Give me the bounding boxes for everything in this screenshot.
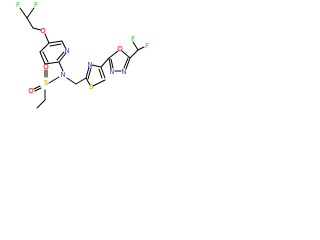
bond-thz-3-double	[98, 68, 103, 79]
bond-O-ring	[44, 33, 50, 44]
atom-F-right-top: F	[131, 35, 135, 43]
bond-CHF2-F-top	[132, 41, 139, 51]
bond-ring-N	[58, 61, 64, 72]
bond-oxd-2	[121, 50, 131, 59]
bond-S-O-left	[33, 85, 41, 90]
bond-pyr-3	[58, 52, 67, 63]
bond-F-CHF2-left	[19, 7, 28, 19]
bond-pyr-6	[39, 42, 50, 53]
atom-S-thiazole: S	[89, 83, 94, 91]
bond-oxd-3	[125, 57, 131, 70]
atom-labels: F F O N N S O O S N O N N F F	[16, 1, 149, 95]
bond-S-O-left-double	[34, 87, 42, 92]
atom-F-top-left: F	[16, 1, 20, 9]
bond-CH2-O	[32, 27, 42, 31]
bond-oxd-1	[108, 50, 119, 59]
bonds	[19, 7, 145, 109]
atom-N-thiazole: N	[87, 61, 92, 69]
molecule-structure-diagram: F F O N N S O O S N O N N F F	[16, 1, 149, 109]
atom-O-oxadiazole: O	[117, 45, 123, 53]
bond-CH2-thiazole	[75, 77, 87, 85]
atom-O-sulfonyl-left: O	[28, 87, 34, 95]
bond-thz-2	[91, 64, 102, 68]
bond-CHF2-CH2	[26, 17, 34, 29]
bond-thz-3	[100, 66, 106, 79]
bond-pyr-1-double	[49, 43, 62, 47]
atom-O-sulfonyl-top: O	[43, 63, 49, 71]
bond-pyr-3-double	[56, 51, 65, 61]
atom-O-ether: O	[40, 27, 46, 35]
atom-N-sulfonamide: N	[60, 71, 65, 79]
bond-pyr-5-double	[42, 51, 49, 63]
atom-N-oxadiazole-2: N	[121, 68, 126, 76]
bond-N-CH2	[66, 77, 77, 85]
bond-thz-1-double	[87, 67, 92, 80]
bond-F-CHF2-right	[26, 7, 35, 19]
bond-ethyl-2	[36, 99, 46, 109]
atom-F-top-right: F	[34, 1, 38, 9]
bond-CHF2-F-right	[137, 46, 145, 51]
bond-thz-1	[85, 66, 90, 79]
bond-N-S	[48, 76, 60, 84]
bond-pyr-5	[39, 51, 46, 65]
bond-oxd-3-double	[123, 57, 129, 69]
atom-F-right-bottom: F	[145, 42, 149, 50]
atom-N-pyridine: N	[64, 47, 69, 55]
bond-oxd-5-double	[110, 58, 114, 69]
bond-pyr-4	[44, 61, 60, 65]
atom-S-sulfonyl: S	[44, 79, 49, 87]
bond-thz-oxd	[100, 57, 110, 68]
bond-oxd-CHF2	[129, 49, 139, 59]
bond-thz-4	[92, 79, 106, 87]
bond-pyr-2	[61, 40, 67, 50]
atom-N-oxadiazole-1: N	[109, 68, 114, 76]
bond-pyr-1	[48, 40, 63, 44]
bond-thz-5	[85, 77, 91, 86]
bond-oxd-5	[108, 57, 112, 70]
